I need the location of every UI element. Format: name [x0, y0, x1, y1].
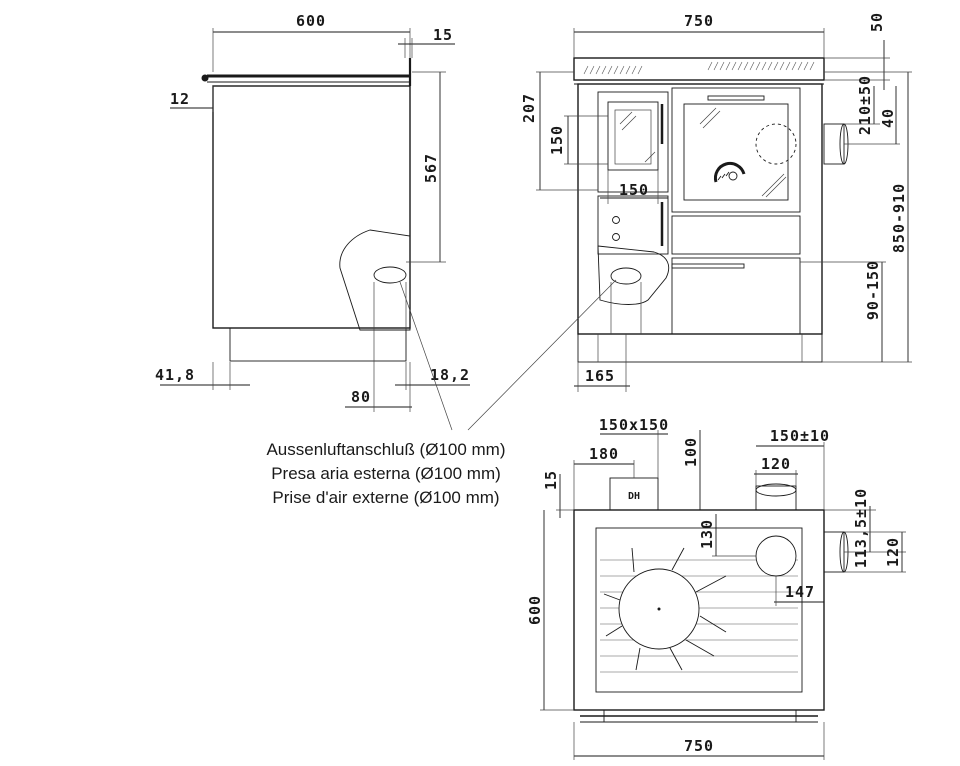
front-top-vents	[583, 61, 815, 75]
legend-line-it: Presa aria esterna (Ø100 mm)	[271, 464, 501, 483]
top-body	[573, 509, 825, 711]
rail-knob	[201, 74, 209, 82]
dim-flue-offset: 40	[879, 108, 897, 128]
dim-inlet-height: 90-150	[864, 260, 882, 320]
dim-depth-offset: 100	[682, 437, 700, 467]
leader-line-side	[399, 281, 453, 431]
dim-side-front-offset: 18,2	[430, 366, 470, 384]
dim-window-width: 150	[619, 181, 649, 199]
flue-hidden-circle	[755, 123, 797, 165]
thermometer-icon	[713, 161, 746, 183]
dim-top-depth: 600	[526, 595, 544, 625]
oven-handle	[707, 95, 765, 101]
front-plinth	[577, 333, 823, 363]
dim-side-inlet-offset: 80	[351, 388, 371, 406]
oven-window	[683, 103, 789, 201]
dim-side-inlet-height: 567	[422, 153, 440, 183]
dim-window-height: 150	[548, 125, 566, 155]
hotplate-rays	[603, 547, 727, 671]
dim-fire-door-height: 207	[520, 93, 538, 123]
dim-flue-diameter: 120	[761, 455, 791, 473]
ash-door	[597, 195, 669, 255]
oven-door	[671, 87, 801, 213]
control-knob	[612, 216, 620, 224]
control-knob	[612, 233, 620, 241]
dim-front-width: 750	[684, 12, 714, 30]
hob-plate	[595, 527, 803, 693]
side-inlet-housing	[339, 229, 411, 331]
dim-side-flue-offset: 113,5±10	[852, 488, 870, 568]
side-plinth	[229, 327, 407, 362]
warming-drawer	[671, 215, 801, 255]
front-inlet-opening	[610, 267, 642, 285]
dim-back-gap: 15	[542, 470, 560, 490]
top-flue-circle	[755, 535, 797, 577]
dim-side-back-offset: 41,8	[155, 366, 195, 384]
dim-inlet-side-offset: 165	[585, 367, 615, 385]
dim-flue-inset: 147	[785, 583, 815, 601]
dim-flue-position: 150±10	[770, 427, 830, 445]
dim-top-width: 750	[684, 737, 714, 755]
dim-inlet-position: 180	[589, 445, 619, 463]
side-view: 600 15 12 567 41,8 80 18,2	[155, 12, 470, 412]
side-inlet-opening	[373, 266, 407, 284]
dim-total-height: 850-910	[890, 183, 908, 253]
front-view: 750 50 207 150 150 210±50 40 850-910	[520, 12, 912, 392]
legend-line-fr: Prise d'air externe (Ø100 mm)	[272, 488, 499, 507]
dim-side-overhang: 15	[433, 26, 453, 44]
dim-front-top-thickness: 50	[868, 12, 886, 32]
rear-inlet-tag: DH	[628, 491, 640, 502]
drawer-handle	[671, 263, 745, 269]
dim-side-top-offset: 12	[170, 90, 190, 108]
fire-door-window	[607, 101, 659, 171]
storage-drawer	[671, 257, 801, 335]
front-top-plate	[573, 57, 825, 81]
front-inlet-housing	[597, 245, 670, 305]
front-body	[577, 83, 823, 335]
legend: Aussenluftanschluß (Ø100 mm) Presa aria …	[266, 440, 505, 507]
legend-line-de: Aussenluftanschluß (Ø100 mm)	[266, 440, 505, 459]
side-body	[212, 85, 411, 329]
dim-flue-height: 210±50	[856, 75, 874, 135]
dim-inlet-square: 150x150	[599, 416, 669, 434]
dim-side-width: 600	[296, 12, 326, 30]
leader-line-front	[467, 279, 617, 431]
rear-flue-box	[755, 485, 797, 511]
dim-hob-depth: 130	[698, 519, 716, 549]
dim-side-flue-diameter: 120	[884, 537, 902, 567]
fire-door	[597, 91, 669, 193]
top-view: DH 150x150 180 100 15 150±10 1	[526, 416, 906, 760]
